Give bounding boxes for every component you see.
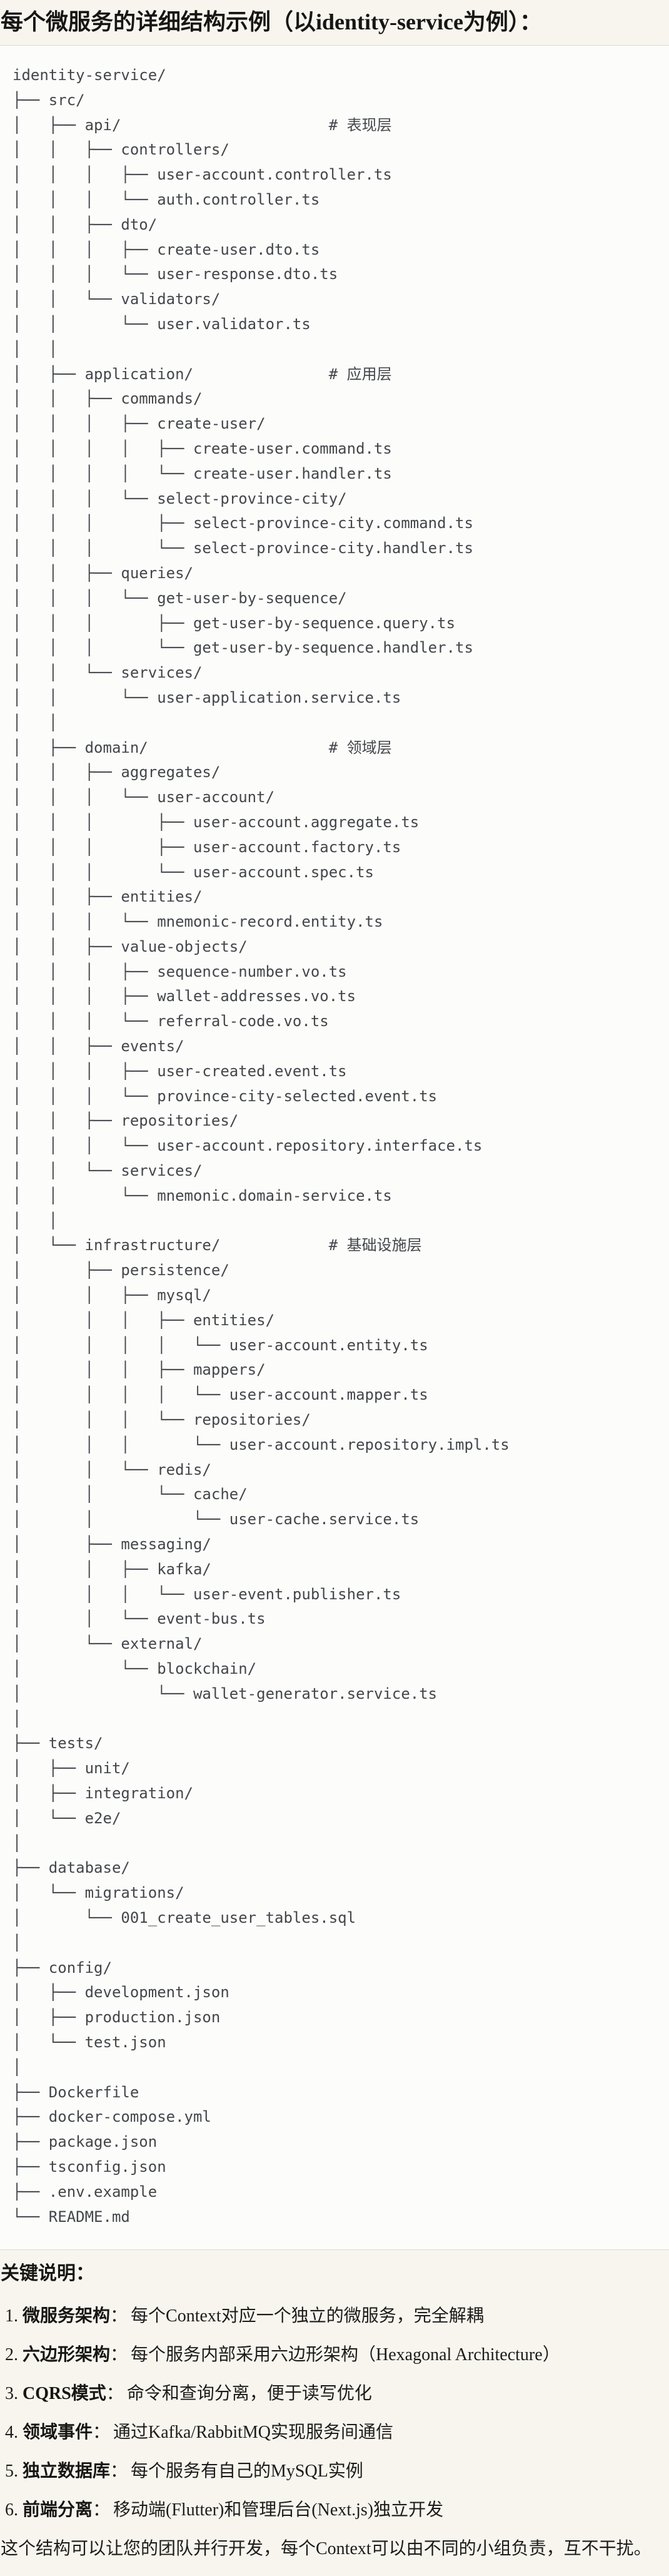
note-label: 六边形架构 (23, 2345, 111, 2365)
document-header: 每个微服务的详细结构示例（以identity-service为例）： (0, 0, 669, 38)
directory-tree: identity-service/ ├── src/ │ ├── api/ # … (13, 66, 510, 2226)
note-number: 3. (5, 2384, 18, 2404)
note-number: 2. (5, 2345, 18, 2365)
note-item-domain-events: 4.领域事件：通过Kafka/RabbitMQ实现服务间通信 (5, 2420, 669, 2445)
note-number: 1. (5, 2306, 18, 2326)
note-separator: ： (106, 2384, 124, 2404)
note-separator: ： (110, 2306, 128, 2326)
note-item-independent-db: 5.独立数据库：每个服务有自己的MySQL实例 (5, 2459, 669, 2484)
note-description: 每个Context对应一个独立的微服务，完全解耦 (131, 2306, 484, 2326)
note-description: 通过Kafka/RabbitMQ实现服务间通信 (113, 2423, 393, 2443)
note-description: 命令和查询分离，便于读写优化 (126, 2384, 372, 2404)
note-item-hexagonal: 2.六边形架构：每个服务内部采用六边形架构（Hexagonal Architec… (5, 2343, 669, 2368)
note-number: 5. (5, 2461, 18, 2482)
code-block: identity-service/ ├── src/ │ ├── api/ # … (0, 45, 669, 2251)
note-label: 独立数据库 (23, 2461, 111, 2482)
closing-paragraph: 这个结构可以让您的团队并行开发，每个Context可以由不同的小组负责，互不干扰… (1, 2539, 651, 2559)
note-description: 每个服务内部采用六边形架构（Hexagonal Architecture） (131, 2345, 560, 2365)
note-label: 领域事件 (23, 2423, 93, 2443)
note-separator: ： (93, 2423, 111, 2443)
note-number: 6. (5, 2500, 18, 2520)
page-title: 每个微服务的详细结构示例（以identity-service为例）： (1, 9, 542, 34)
note-item-cqrs: 3.CQRS模式：命令和查询分离，便于读写优化 (5, 2381, 669, 2406)
note-separator: ： (110, 2461, 128, 2482)
note-separator: ： (93, 2500, 111, 2520)
note-separator: ： (110, 2345, 128, 2365)
note-number: 4. (5, 2423, 18, 2443)
note-item-frontend-separation: 6.前端分离：移动端(Flutter)和管理后台(Next.js)独立开发 (5, 2498, 669, 2523)
note-item-microservices: 1.微服务架构：每个Context对应一个独立的微服务，完全解耦 (5, 2304, 669, 2329)
note-description: 移动端(Flutter)和管理后台(Next.js)独立开发 (113, 2500, 444, 2520)
note-label: CQRS模式 (23, 2384, 106, 2404)
note-label: 微服务架构 (23, 2306, 111, 2326)
note-description: 每个服务有自己的MySQL实例 (131, 2461, 363, 2482)
notes-heading: 关键说明： (1, 2263, 94, 2284)
notes-section: 关键说明： 1.微服务架构：每个Context对应一个独立的微服务，完全解耦 2… (0, 2250, 669, 2575)
note-label: 前端分离 (23, 2500, 93, 2520)
